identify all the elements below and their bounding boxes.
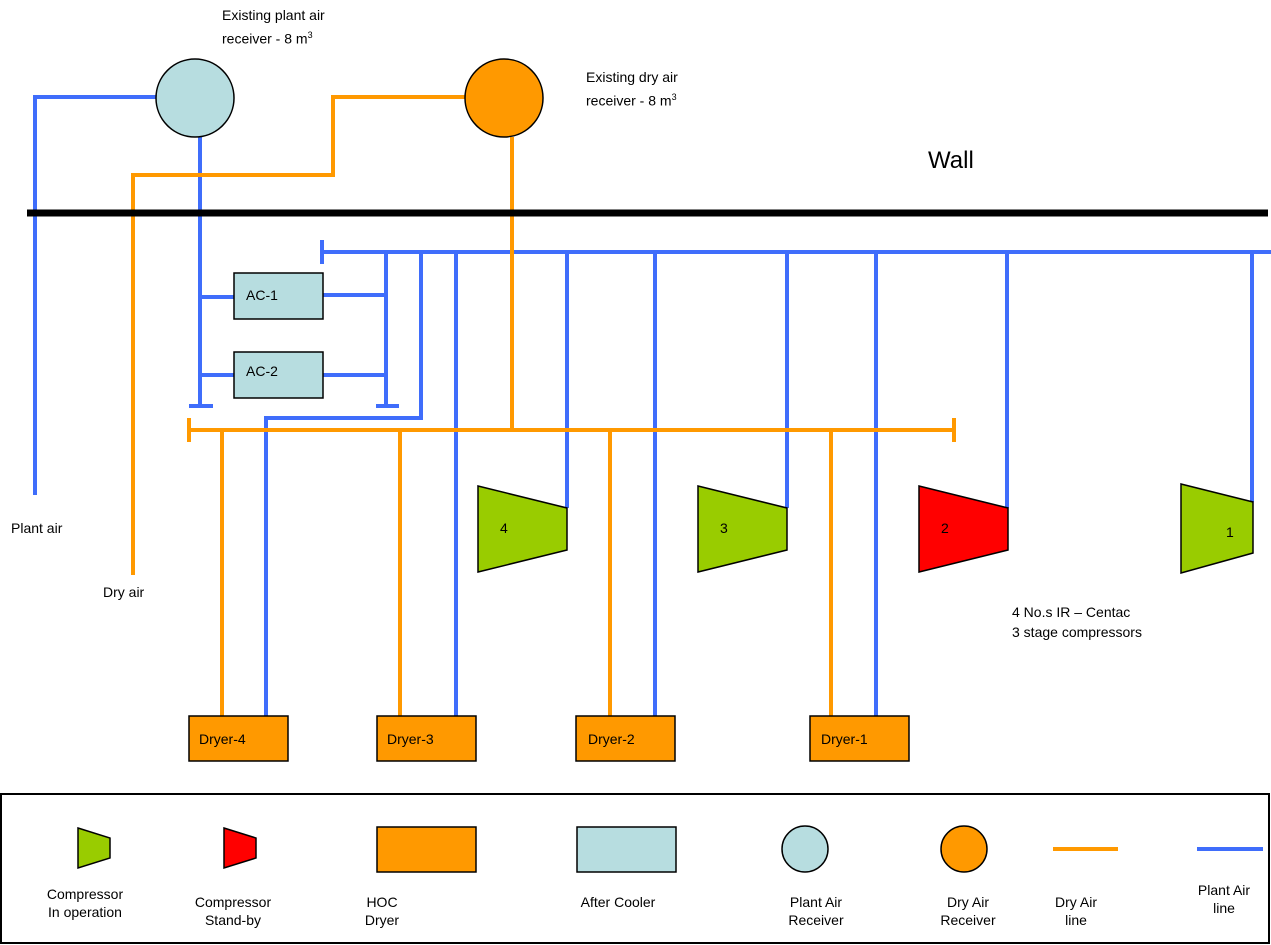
dryer-1-label: Dryer-1 [821,731,868,747]
plant-air-receiver-unit-sup: 3 [307,30,313,40]
compressor-note: 4 No.s IR – Centac 3 stage compressors [1012,602,1142,642]
legend-label-plant-air-line: Plant Air line [1182,881,1266,917]
legend-label-line2: Stand-by [204,912,262,928]
compressor-4: 4 [477,485,568,573]
dryer-4: Dryer-4 [188,715,289,762]
legend-label-compressor-running: Compressor In operation [26,885,144,921]
after-cooler-2: AC-2 [233,351,324,399]
plant-air-receiver-capacity: receiver - 8 m [222,30,308,47]
legend-label-plant-air-receiver: Plant Air Receiver [766,893,866,929]
dry-air-receiver [464,58,544,138]
legend-label-line2: Receiver [788,912,844,928]
compressor-2-label: 2 [941,520,949,536]
compressor-3: 3 [697,485,788,573]
compressor-note-line2: 3 stage compressors [1012,624,1142,640]
legend-label-line2: In operation [48,904,122,920]
dryer-1: Dryer-1 [809,715,910,762]
legend-compressor-standby-icon [223,826,257,870]
compressor-3-label: 3 [720,520,728,536]
legend-label-compressor-standby: Compressor Stand-by [174,893,292,929]
after-cooler-2-label: AC-2 [246,363,278,379]
plant-air-receiver [155,58,235,138]
plant-air-receiver-label-line1: Existing plant air [222,7,325,23]
dry-air-receiver-unit-sup: 3 [671,92,677,102]
dryer-3-label: Dryer-3 [387,731,434,747]
plant-air-outlet-label: Plant air [11,520,63,536]
legend-label-dry-air-line: Dry Air line [1036,893,1116,929]
dryer-3: Dryer-3 [376,715,477,762]
legend-label-line2: line [1065,912,1087,928]
dryer4-plant-air-line [264,252,423,716]
legend-hoc-dryer-icon [376,826,477,873]
legend-label-line1: Dry Air [1055,894,1097,910]
legend-label-line2: Dryer [364,912,400,928]
legend-label-hoc-dryer: HOC Dryer [340,893,424,929]
legend-dry-air-receiver-icon [940,825,988,873]
dry-air-receiver-label-line1: Existing dry air [586,69,678,85]
compressor-2: 2 [918,485,1009,573]
after-cooler-1: AC-1 [233,272,324,320]
plant-air-receiver-label-line2: receiver - 8 m3 [222,25,325,49]
dry-air-receiver-capacity: receiver - 8 m [586,92,672,109]
compressor-1: 1 [1180,483,1254,574]
dry-air-outlet-label: Dry air [103,584,145,600]
legend-label-line2: line [1213,900,1235,916]
dry-air-outlet-line [131,95,465,575]
compressor-1-label: 1 [1226,524,1234,540]
dry-air-piping [131,95,956,716]
dry-air-receiver-label: Existing dry air receiver - 8 m3 [586,67,678,111]
legend-box [0,793,1270,944]
after-cooler-1-label: AC-1 [246,287,278,303]
dryer-4-label: Dryer-4 [199,731,246,747]
plant-air-outlet-line [33,95,157,495]
legend-label-line1: After Cooler [580,894,656,910]
legend-compressor-running-icon [77,826,111,870]
legend-label-line1: Dry Air [947,894,989,910]
legend-label-dry-air-receiver: Dry Air Receiver [924,893,1012,929]
dry-air-receiver-label-line2: receiver - 8 m3 [586,87,678,111]
compressor-note-line1: 4 No.s IR – Centac [1012,604,1131,620]
legend-label-after-cooler: After Cooler [553,893,683,911]
dryer-2: Dryer-2 [575,715,676,762]
legend-label-line1: Compressor [46,886,124,902]
legend-label-line1: Plant Air [789,894,843,910]
legend-label-line1: Compressor [194,894,272,910]
plant-air-receiver-label: Existing plant air receiver - 8 m3 [222,5,325,49]
dryer-2-label: Dryer-2 [588,731,635,747]
legend-label-line1: Plant Air [1197,882,1251,898]
compressor-4-label: 4 [500,520,508,536]
legend-label-line2: Receiver [940,912,996,928]
legend-after-cooler-icon [576,826,677,873]
legend-plant-air-receiver-icon [781,825,829,873]
wall-label: Wall [928,147,974,174]
plant-air-piping [33,95,1271,716]
legend-label-line1: HOC [366,894,398,910]
